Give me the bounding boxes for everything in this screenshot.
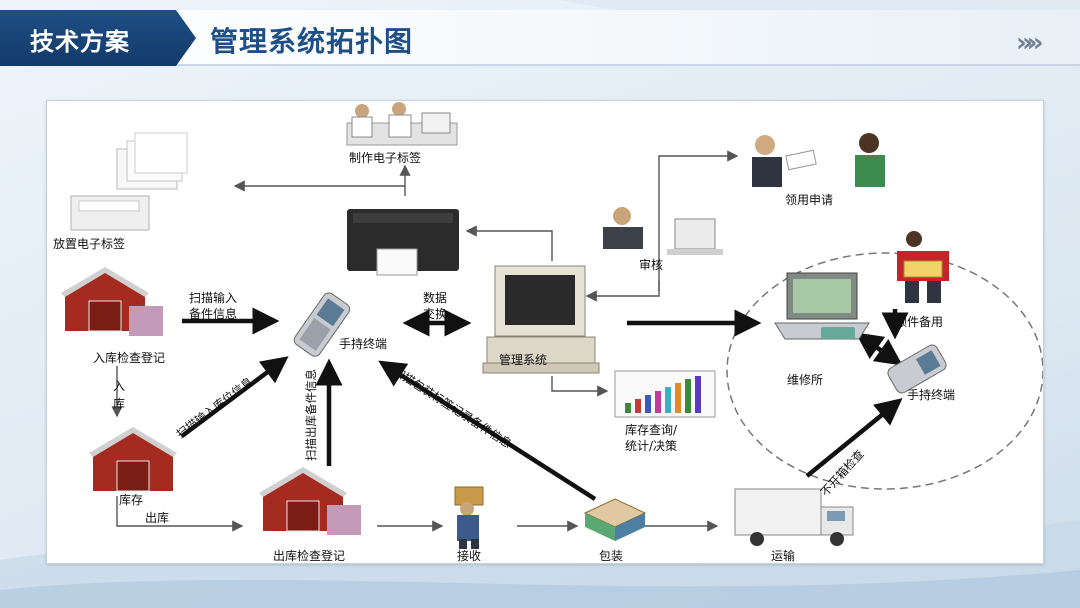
parts-person-icon [897, 231, 949, 303]
warehouse-icon-inventory [89, 427, 177, 491]
maintenance-zone [727, 253, 1043, 489]
handheld-text: 手持终端 [339, 335, 387, 352]
handheld-2-text: 手持终端 [907, 386, 955, 403]
query-text-line1: 库存查询/ [625, 421, 677, 438]
audit-text: 审核 [639, 256, 663, 273]
package-box-icon [585, 499, 645, 541]
transport-text: 运输 [771, 547, 795, 564]
place-label-text: 放置电子标签 [53, 235, 125, 252]
edge-scan-input: 扫描输入 [189, 289, 237, 306]
delivery-truck-icon [735, 489, 853, 546]
edge-exchange: 交换 [423, 305, 447, 322]
edge-scan-outbound: 扫描出库备件信息 [303, 369, 319, 461]
parts-use-text: 领件备用 [895, 313, 943, 330]
warehouse-icon-inbound [61, 267, 163, 336]
management-system-text: 管理系统 [499, 351, 547, 368]
receiving-worker-icon [455, 487, 483, 549]
edge-data: 数据 [423, 289, 447, 306]
label-stack-icon [71, 133, 187, 230]
people-at-desk-icon [347, 102, 457, 145]
laptop-icon [775, 273, 869, 339]
topology-diagram: 制作电子标签 放置电子标签 入库检查登记 手持终端 管理系统 审核 领用申请 维… [46, 100, 1044, 564]
apply-text: 领用申请 [785, 191, 833, 208]
edge-outbound: 出库 [145, 509, 169, 526]
auditor-icon [603, 207, 723, 255]
warehouse-icon-outbound [259, 467, 361, 535]
query-text-line2: 统计/决策 [625, 437, 677, 454]
diagram-canvas [47, 101, 1043, 563]
outbound-check-text: 出库检查登记 [273, 547, 345, 564]
inbound-check-text: 入库检查登记 [93, 349, 165, 366]
maintenance-text: 维修所 [787, 371, 823, 388]
chevron-right-icon: »» [1016, 28, 1038, 58]
bar-chart-icon [615, 371, 715, 417]
edge-inbound-2: 库 [113, 395, 125, 412]
inventory-text: 库存 [119, 491, 143, 508]
printer-icon [347, 209, 459, 275]
receive-text: 接收 [457, 547, 481, 564]
section-tag-label: 技术方案 [30, 22, 130, 57]
edge-parts-info: 备件信息 [189, 305, 237, 322]
package-text: 包装 [599, 547, 623, 564]
page-title: 管理系统拓扑图 [210, 20, 413, 60]
edge-inbound-1: 入 [113, 377, 125, 394]
handover-people-icon [752, 133, 885, 187]
make-label-text: 制作电子标签 [349, 149, 421, 166]
